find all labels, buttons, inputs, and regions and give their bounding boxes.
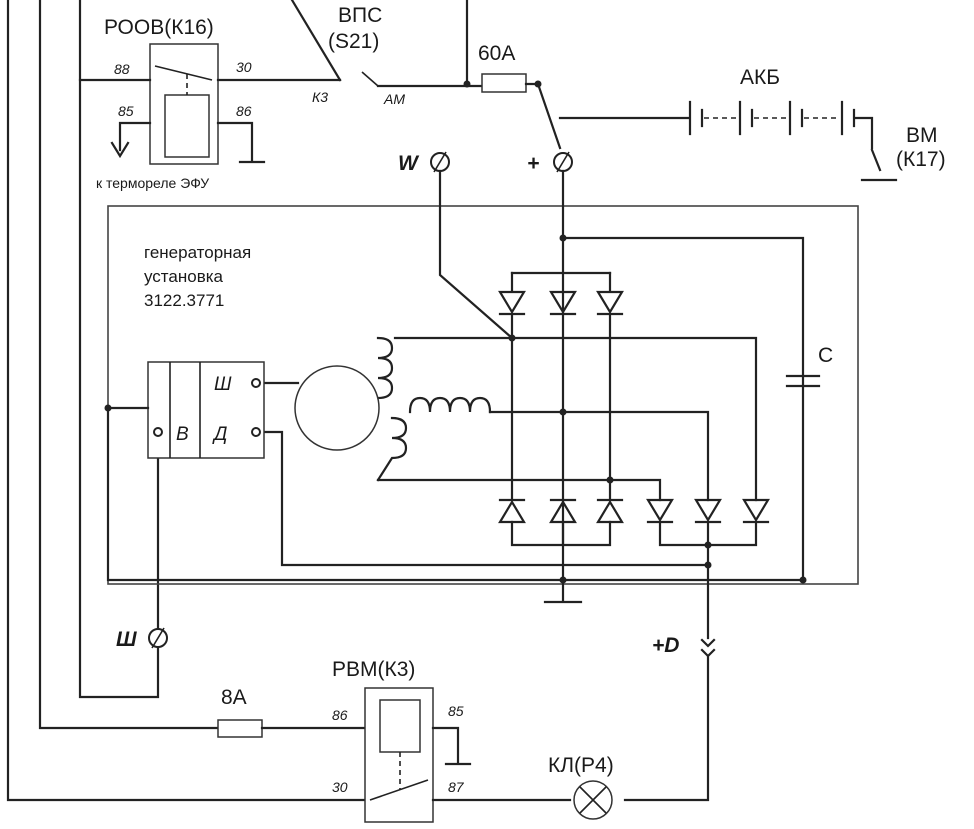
regulator-body bbox=[147, 361, 265, 459]
battery-cell-1 bbox=[688, 100, 704, 136]
sh-terminal-label: Ш bbox=[116, 628, 137, 651]
relay-rvm-k3 bbox=[364, 687, 434, 823]
left-third-wire bbox=[78, 0, 160, 699]
relay-rvm-coil bbox=[379, 699, 421, 753]
regulator-sh-pin bbox=[251, 378, 261, 388]
stator-winding-2 bbox=[408, 396, 492, 414]
battery-to-vm bbox=[854, 116, 874, 150]
rotor-d-wire bbox=[258, 430, 710, 567]
lower-diode-3 bbox=[596, 498, 624, 524]
pin-k3-label: К3 bbox=[312, 89, 328, 105]
pin-86b-label: 86 bbox=[332, 707, 348, 723]
pin-87-label: 87 bbox=[448, 779, 465, 795]
stator-winding-3 bbox=[376, 416, 408, 482]
upper-diode-2 bbox=[549, 290, 577, 316]
lower-diode-bank bbox=[498, 498, 770, 524]
capacitor-c bbox=[785, 374, 821, 388]
pin-30b-label: 30 bbox=[332, 779, 348, 795]
battery-cell-4 bbox=[840, 100, 856, 136]
fuse60-to-plus bbox=[524, 82, 562, 150]
battery-akb bbox=[558, 100, 874, 150]
w-to-phase-wire bbox=[438, 169, 514, 340]
vps-junction-dot bbox=[463, 80, 471, 88]
regulator-d-pin bbox=[251, 427, 261, 437]
thermo-arrow bbox=[110, 141, 130, 159]
vm-label-line2: (К17) bbox=[896, 148, 946, 171]
vps-label-line1: ВПС bbox=[338, 4, 382, 27]
fuse-8a bbox=[217, 719, 263, 738]
rvm-label: РВМ(К3) bbox=[332, 658, 415, 681]
plus-d-label: +D bbox=[652, 634, 679, 657]
battery-cell-2 bbox=[738, 100, 754, 136]
battery-cell-3 bbox=[788, 100, 804, 136]
terminal-w-slash bbox=[433, 151, 447, 173]
generator-label-line3: 3122.3771 bbox=[144, 291, 224, 310]
regulator-v-label: В bbox=[176, 424, 189, 445]
phase-3-line bbox=[376, 478, 662, 502]
lower-diode-4 bbox=[646, 498, 674, 524]
stator-winding-1 bbox=[376, 336, 394, 400]
roov-label: РООВ(К16) bbox=[104, 16, 214, 39]
ground-junction-dot bbox=[559, 576, 567, 584]
relay-roov-contact bbox=[154, 65, 213, 81]
lower-diode-1 bbox=[498, 498, 526, 524]
fuse-60a-label: 60А bbox=[478, 42, 515, 65]
warning-lamp-cross bbox=[579, 786, 607, 814]
vps-switch-blade bbox=[361, 71, 379, 87]
pin-88-label: 88 bbox=[114, 61, 130, 77]
upper-diode-3 bbox=[596, 271, 624, 316]
regulator-sh-label: Ш bbox=[214, 374, 232, 395]
upper-diode-legs bbox=[510, 312, 612, 502]
lower-diode-6 bbox=[742, 498, 770, 524]
fuse-8a-label: 8А bbox=[221, 686, 247, 709]
generator-label-line2: установка bbox=[144, 267, 224, 286]
roov-85-wire bbox=[118, 121, 152, 152]
lower-diode-5 bbox=[694, 498, 722, 524]
phase-2-line bbox=[488, 410, 710, 502]
thermo-relay-label: к термореле ЭФУ bbox=[96, 175, 209, 191]
roov-86-wire bbox=[216, 121, 254, 162]
plusd-connector bbox=[700, 638, 716, 658]
cap-junction-dot bbox=[799, 576, 807, 584]
rotor bbox=[294, 365, 380, 451]
w-terminal-label: W bbox=[398, 152, 420, 175]
plusd-to-lamp-wire bbox=[623, 654, 710, 802]
plus-terminal-label: + bbox=[527, 152, 539, 175]
terminal-sh-slash bbox=[151, 627, 165, 649]
vm-label-line1: ВМ bbox=[906, 124, 938, 147]
terminal-plus-slash bbox=[556, 151, 570, 173]
phase-1-line bbox=[393, 336, 758, 502]
bottom-return-bus bbox=[106, 406, 805, 582]
vps-up-wire-1 bbox=[290, 0, 342, 82]
generator-label-line1: генераторная bbox=[144, 243, 251, 262]
capacitor-label: С bbox=[818, 344, 833, 367]
fuse-60a bbox=[481, 73, 527, 93]
vps-label-line2: (S21) bbox=[328, 30, 379, 53]
upper-diode-1 bbox=[498, 271, 526, 316]
left-outer-wire bbox=[6, 0, 367, 802]
akb-label: АКБ bbox=[740, 66, 780, 89]
relay-roov-k16 bbox=[149, 43, 219, 165]
vm-switch-blade bbox=[870, 148, 882, 172]
relay-roov-coil bbox=[164, 94, 210, 158]
generator-unit-frame bbox=[107, 205, 859, 585]
pin-am-label: АМ bbox=[383, 91, 405, 107]
pin-30a-label: 30 bbox=[236, 59, 252, 75]
pin-85b-label: 85 bbox=[448, 703, 464, 719]
plus-to-cap-wire bbox=[561, 236, 805, 582]
voltage-regulator bbox=[147, 361, 265, 459]
upper-diode-bank bbox=[498, 271, 624, 316]
left-inner-wire bbox=[38, 0, 220, 730]
regulator-v-pin bbox=[153, 427, 163, 437]
rvm-85-wire bbox=[431, 726, 460, 764]
fuse60-dot bbox=[534, 80, 542, 88]
regulator-d-label: Д bbox=[212, 424, 227, 445]
lamp-label: КЛ(Р4) bbox=[548, 754, 614, 777]
relay-rvm-contact bbox=[369, 779, 429, 801]
pin-86a-label: 86 bbox=[236, 103, 252, 119]
pin-85a-label: 85 bbox=[118, 103, 134, 119]
d-junction-dot bbox=[704, 561, 712, 569]
lower-diode-bus-minus bbox=[510, 520, 612, 547]
